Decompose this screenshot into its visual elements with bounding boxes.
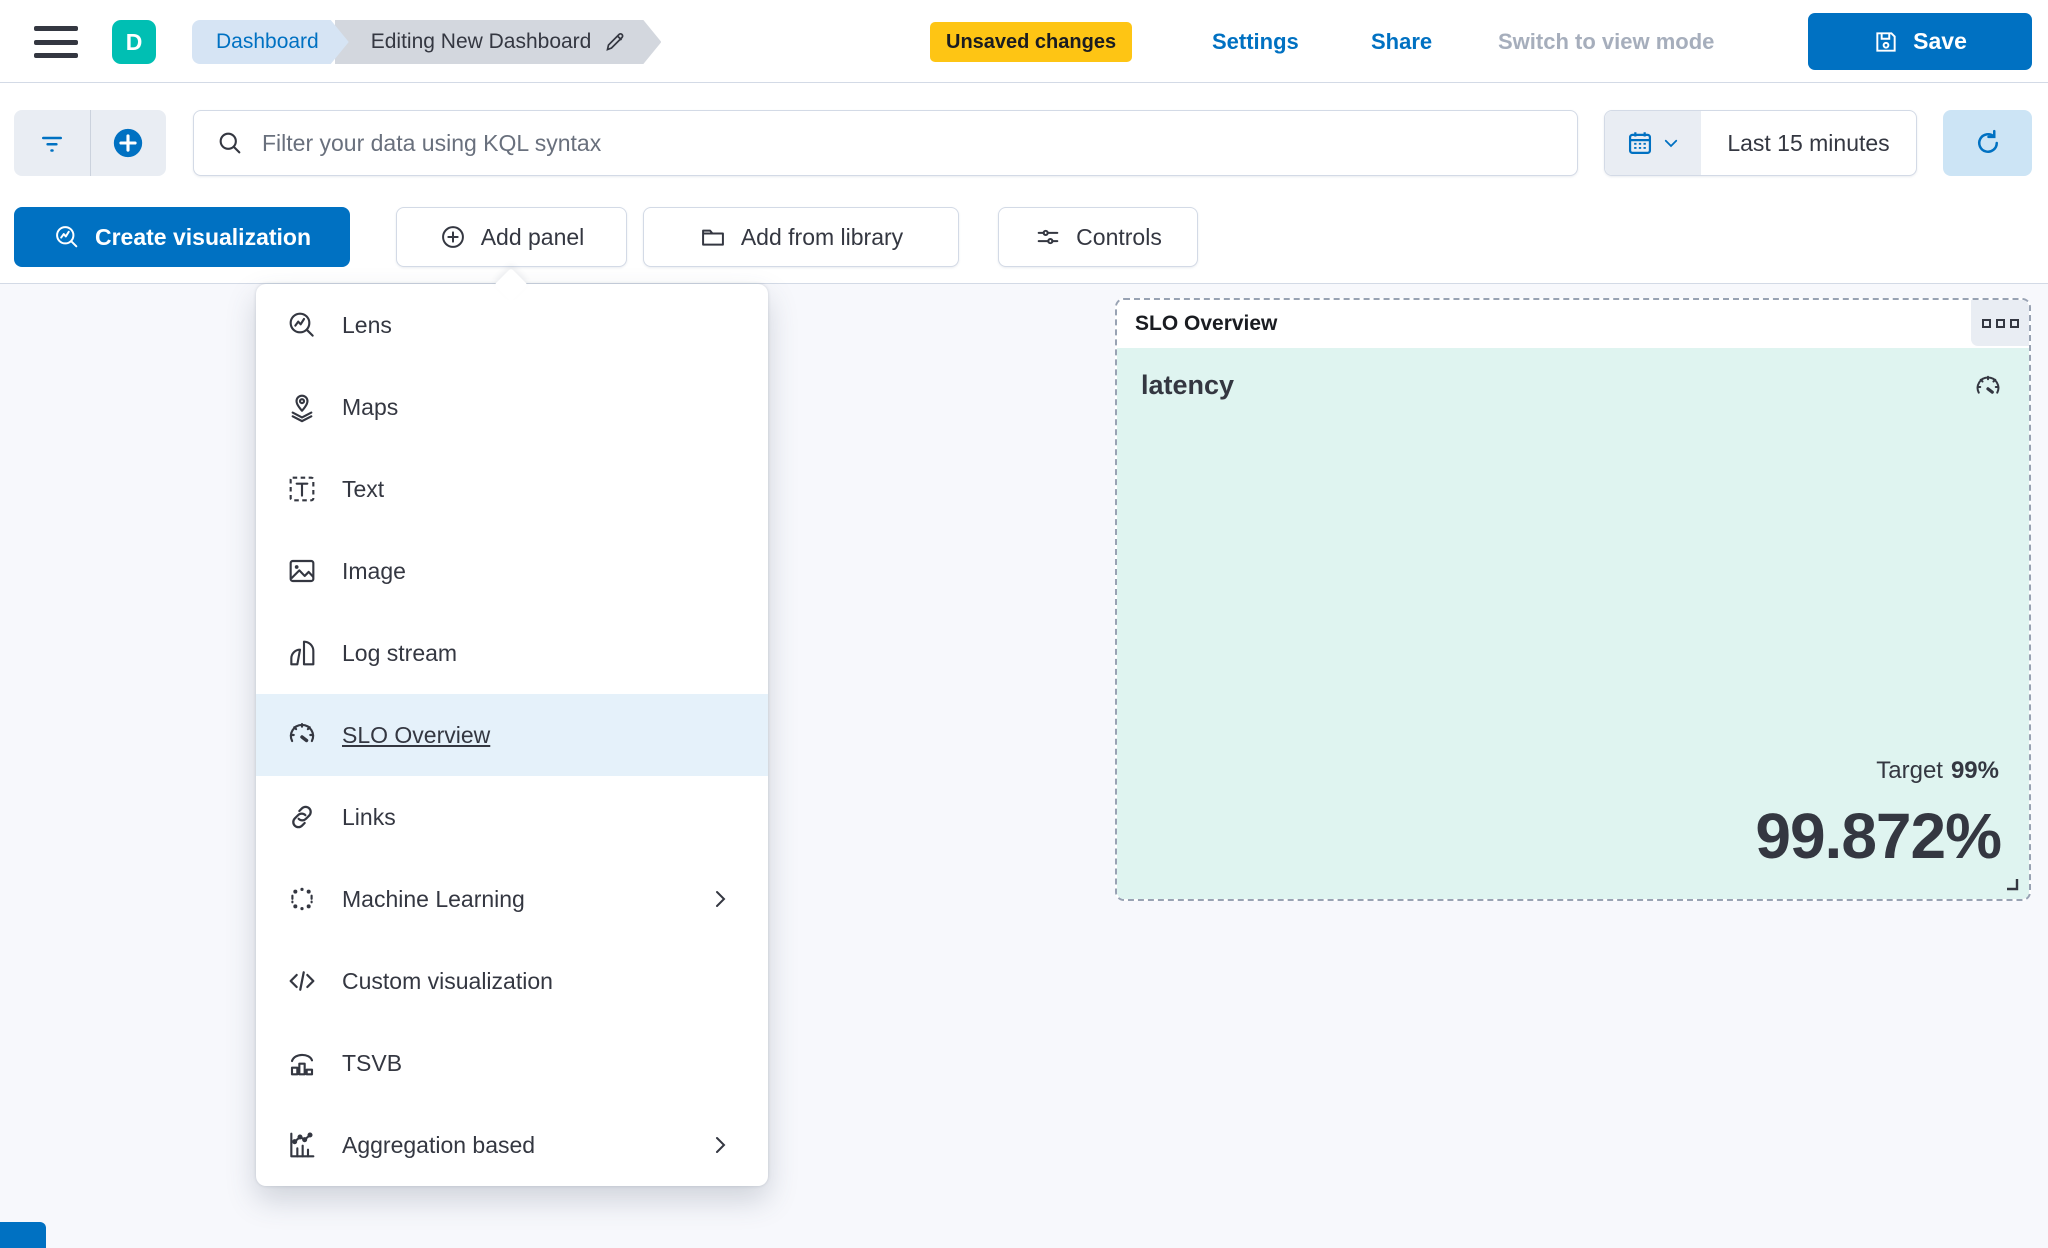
divider bbox=[89, 110, 91, 176]
boxes-horizontal-icon bbox=[1981, 318, 1991, 328]
create-visualization-button[interactable]: Create visualization bbox=[14, 207, 350, 267]
text-icon bbox=[289, 476, 315, 502]
plus-circle-outline-icon bbox=[441, 226, 464, 248]
breadcrumb: Dashboard Editing New Dashboard bbox=[192, 20, 661, 64]
save-button[interactable]: Save bbox=[1808, 13, 2032, 70]
sliders-icon bbox=[1037, 229, 1059, 245]
menu-item-custom-visualization[interactable]: Custom visualization bbox=[256, 940, 768, 1022]
custom-visualization-icon bbox=[289, 971, 315, 991]
menu-item-links[interactable]: Links bbox=[256, 776, 768, 858]
chevron-right-icon bbox=[716, 1137, 726, 1153]
resize-handle-icon[interactable] bbox=[2001, 873, 2021, 893]
breadcrumb-dashboard[interactable]: Dashboard bbox=[192, 20, 349, 64]
menu-hamburger-icon[interactable] bbox=[34, 24, 78, 60]
calendar-dropdown-button[interactable] bbox=[1605, 111, 1701, 175]
machine-learning-icon bbox=[291, 887, 313, 911]
maps-icon bbox=[291, 394, 313, 423]
time-range-button[interactable]: Last 15 minutes bbox=[1727, 129, 1890, 156]
add-from-library-button[interactable]: Add from library bbox=[643, 207, 959, 267]
menu-item-slo-overview[interactable]: SLO Overview bbox=[256, 694, 768, 776]
date-picker: Last 15 minutes bbox=[1604, 110, 1917, 176]
log-stream-icon bbox=[290, 640, 315, 666]
panel-options-button[interactable] bbox=[1971, 300, 2029, 346]
image-icon bbox=[289, 559, 315, 583]
filter-bar: Last 15 minutes Create visualization Add… bbox=[0, 84, 2048, 283]
menu-item-log-stream[interactable]: Log stream bbox=[256, 612, 768, 694]
filter-controls-group bbox=[14, 110, 166, 176]
slo-overview-icon bbox=[289, 723, 315, 743]
chevron-down-icon bbox=[1664, 139, 1678, 148]
switch-to-view-mode-link[interactable]: Switch to view mode bbox=[1498, 28, 1715, 54]
breadcrumb-current[interactable]: Editing New Dashboard bbox=[335, 20, 662, 64]
search-icon bbox=[219, 132, 241, 154]
filter-funnel-button[interactable] bbox=[14, 110, 90, 176]
filter-funnel-icon bbox=[41, 136, 62, 152]
unsaved-changes-badge: Unsaved changes bbox=[930, 22, 1133, 62]
panel-header: SLO Overview bbox=[1117, 300, 2029, 348]
menu-item-image[interactable]: Image bbox=[256, 530, 768, 612]
bottom-left-blue-element[interactable] bbox=[0, 1222, 46, 1248]
add-panel-menu: Lens Maps Text Image bbox=[256, 268, 768, 1186]
kql-search-input[interactable] bbox=[262, 129, 1555, 157]
aggregation-based-icon bbox=[290, 1132, 315, 1158]
share-link[interactable]: Share bbox=[1371, 28, 1433, 54]
menu-item-lens[interactable]: Lens bbox=[256, 284, 768, 366]
tsvb-icon bbox=[290, 1053, 314, 1076]
slo-observed-value: 99.872% bbox=[1755, 800, 2002, 872]
gauge-icon bbox=[1976, 375, 2000, 394]
slo-name: latency bbox=[1141, 370, 1235, 400]
controls-button[interactable]: Controls bbox=[998, 207, 1198, 267]
calendar-icon bbox=[1628, 132, 1652, 155]
add-filter-button[interactable] bbox=[91, 110, 167, 176]
lens-icon bbox=[289, 312, 314, 337]
panel-title: SLO Overview bbox=[1135, 312, 1278, 335]
menu-item-tsvb[interactable]: TSVB bbox=[256, 1022, 768, 1104]
refresh-icon bbox=[1977, 129, 1998, 153]
save-floppy-icon bbox=[1876, 31, 1896, 52]
links-icon bbox=[292, 805, 312, 829]
menu-item-machine-learning[interactable]: Machine Learning bbox=[256, 858, 768, 940]
header-bar: D Dashboard Editing New Dashboard Unsave… bbox=[0, 0, 2048, 83]
avatar[interactable]: D bbox=[112, 20, 156, 64]
menu-item-aggregation-based[interactable]: Aggregation based bbox=[256, 1104, 768, 1186]
refresh-button[interactable] bbox=[1943, 110, 2032, 176]
add-panel-button[interactable]: Add panel bbox=[396, 207, 627, 267]
plus-circle-icon bbox=[114, 128, 143, 158]
lens-icon bbox=[56, 226, 78, 248]
kql-search-box bbox=[193, 110, 1578, 176]
edit-pencil-icon bbox=[603, 30, 627, 54]
chevron-right-icon bbox=[716, 891, 726, 907]
menu-item-text[interactable]: Text bbox=[256, 448, 768, 530]
settings-link[interactable]: Settings bbox=[1212, 28, 1299, 54]
menu-item-maps[interactable]: Maps bbox=[256, 366, 768, 448]
folder-icon bbox=[701, 229, 724, 246]
